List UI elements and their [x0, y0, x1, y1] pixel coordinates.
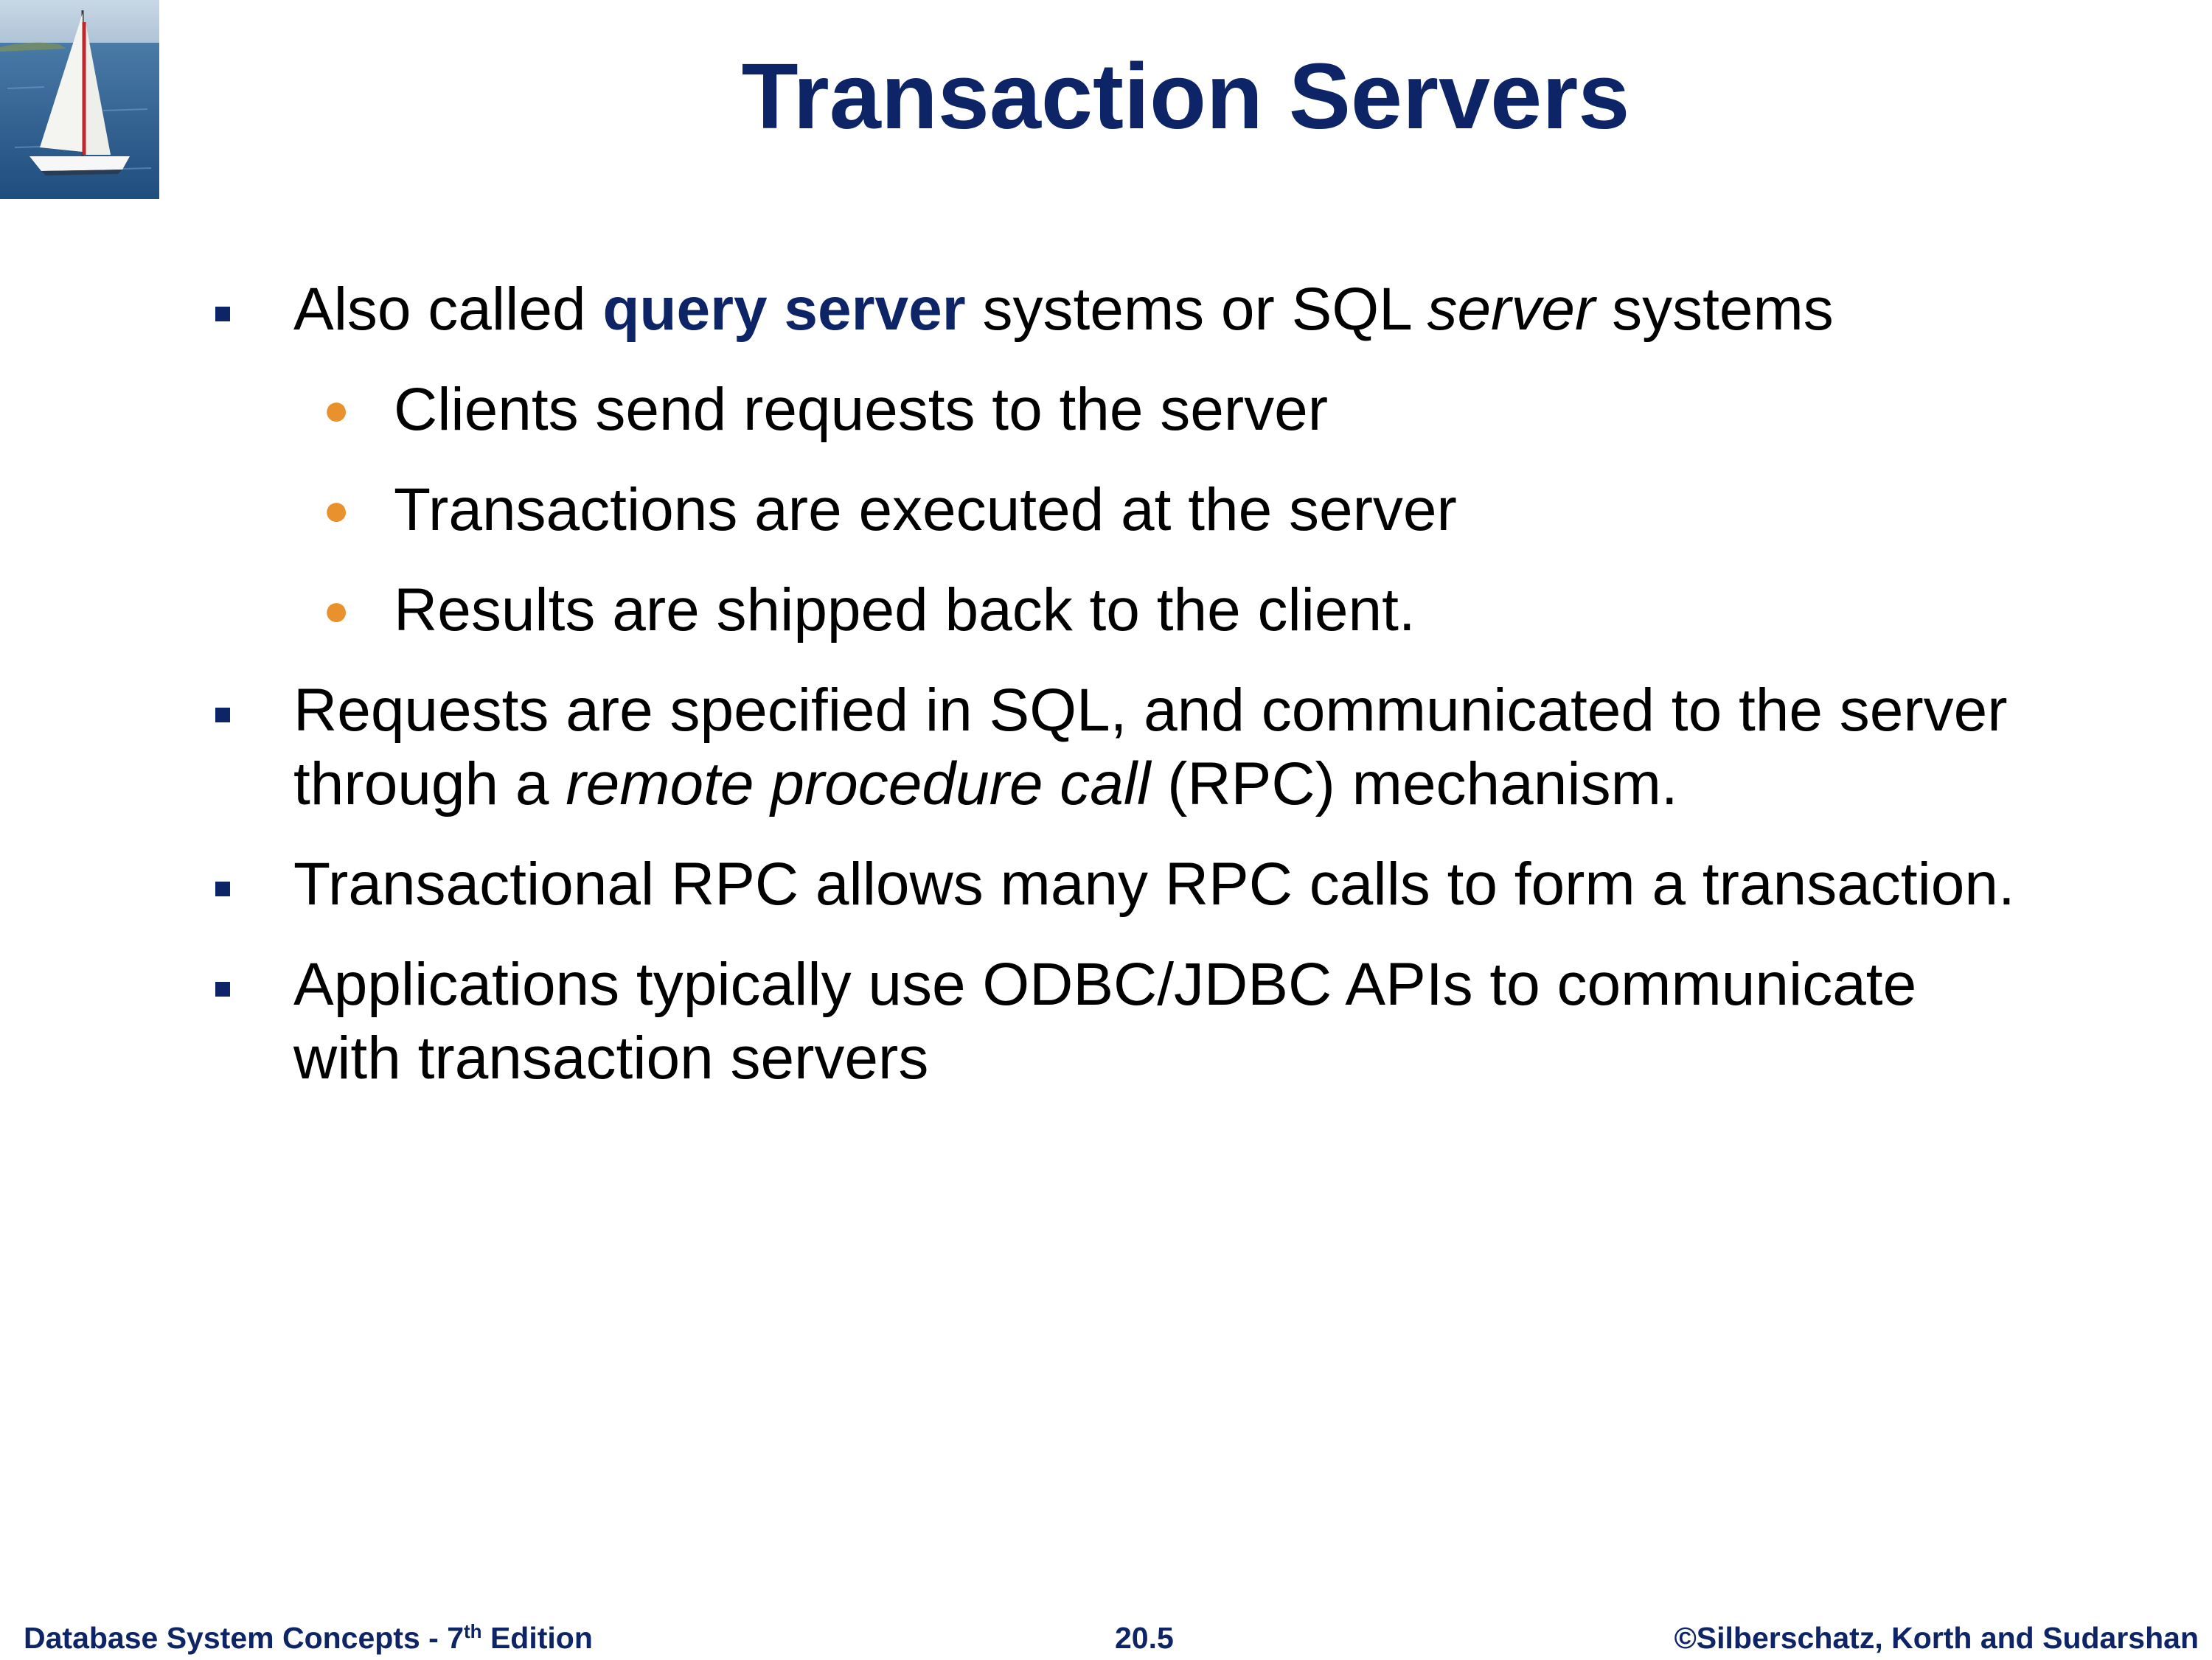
text-run: systems or SQL [965, 276, 1427, 343]
footer-book-title: Database System Concepts - 7th Edition [24, 1616, 593, 1660]
subbullet-text: Clients send requests to the server [394, 376, 1329, 443]
dot-bullet-icon: ● [323, 385, 350, 434]
bullet-text: Applications typically use ODBC/JDBC API… [293, 951, 1917, 1092]
subbullet-list: ● Clients send requests to the server ● … [293, 373, 2020, 647]
text-run: Requests are specified in SQL, and commu… [293, 677, 2008, 817]
slide-title: Transaction Servers [741, 44, 1630, 148]
keyword-query-server: query server [602, 276, 966, 343]
bullet-odbc-jdbc: Applications typically use ODBC/JDBC API… [214, 948, 2020, 1095]
slide-body: Also called query server systems or SQL … [214, 273, 2020, 1122]
square-bullet-icon [215, 307, 230, 321]
footer-page-number: 20.5 [1115, 1621, 1174, 1655]
footer-edition-text: Edition [481, 1621, 593, 1655]
footer-copyright: ©Silberschatz, Korth and Sudarshan [1674, 1621, 2199, 1655]
footer-edition-sup: th [464, 1620, 482, 1642]
bullet-requests-sql: Requests are specified in SQL, and commu… [214, 674, 2020, 821]
sailboat-logo [0, 0, 159, 199]
text-run: (RPC) mechanism. [1150, 750, 1678, 817]
subbullet-transactions: ● Transactions are executed at the serve… [214, 473, 2020, 547]
italic-term-rpc: remote procedure call [566, 750, 1151, 817]
footer-title-text: Database System Concepts - 7 [24, 1621, 465, 1655]
square-bullet-icon [215, 708, 230, 722]
square-bullet-icon [215, 982, 230, 997]
bullet-text: Requests are specified in SQL, and commu… [293, 677, 2008, 817]
subbullet-text: Transactions are executed at the server [394, 476, 1457, 543]
subbullet-clients: ● Clients send requests to the server [214, 373, 2020, 447]
dot-bullet-icon: ● [323, 585, 350, 635]
slide-footer: Database System Concepts - 7th Edition 2… [0, 1616, 2212, 1660]
text-run: Also called [293, 276, 603, 343]
bullet-query-server: Also called query server systems or SQL … [214, 273, 2020, 647]
subbullet-text: Results are shipped back to the client. [394, 576, 1416, 644]
subbullet-results: ● Results are shipped back to the client… [214, 573, 2020, 647]
bullet-text: Transactional RPC allows many RPC calls … [293, 851, 2015, 918]
bullet-transactional-rpc: Transactional RPC allows many RPC calls … [214, 848, 2020, 921]
square-bullet-icon [215, 882, 230, 896]
italic-term-server: server [1427, 276, 1596, 343]
bullet-text: Also called query server systems or SQL … [293, 276, 1834, 343]
text-run: systems [1595, 276, 1834, 343]
dot-bullet-icon: ● [323, 485, 350, 534]
